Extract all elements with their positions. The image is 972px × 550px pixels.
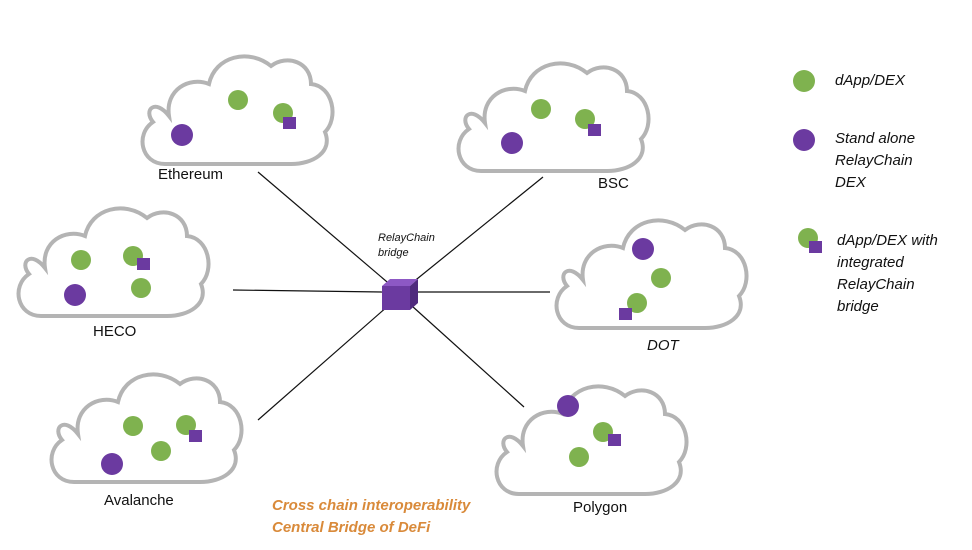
caption-line2: Central Bridge of DeFi	[272, 519, 431, 536]
legend-integrated-label: dApp/DEX with integrated RelayChain brid…	[837, 230, 938, 318]
dapp-dot	[131, 278, 151, 298]
cloud-ethereum	[140, 54, 335, 166]
dapp-dot	[71, 250, 91, 270]
dapp-dot	[651, 268, 671, 288]
legend-dapp-icon	[793, 70, 815, 92]
dapp-dot	[151, 441, 171, 461]
bridge-square	[588, 124, 601, 136]
cloud-label-bsc: BSC	[598, 175, 629, 192]
legend-standalone-label: Stand alone RelayChain DEX	[835, 128, 915, 194]
legend-integrated-line3: RelayChain	[837, 276, 915, 293]
relay-dex-dot	[557, 395, 579, 417]
legend-standalone-line3: DEX	[835, 174, 866, 191]
relaychain-bridge-cube	[382, 279, 418, 310]
caption-line1: Cross chain interoperability	[272, 497, 471, 514]
link-bsc	[411, 176, 544, 284]
legend-integrated-icon	[798, 228, 822, 253]
bridge-square	[619, 308, 632, 320]
link-polygon	[411, 305, 525, 408]
dapp-dot	[569, 447, 589, 467]
cloud-heco	[16, 206, 211, 318]
bridge-square	[283, 117, 296, 129]
relay-dex-dot	[101, 453, 123, 475]
legend-standalone-line1: Stand alone	[835, 130, 916, 147]
legend-dapp-label: dApp/DEX	[835, 72, 906, 89]
legend-integrated-line4: bridge	[837, 298, 879, 315]
relay-dex-dot	[501, 132, 523, 154]
legend-integrated-line2: integrated	[837, 254, 904, 271]
dapp-dot	[123, 416, 143, 436]
hub-label-line2: bridge	[378, 247, 409, 259]
legend-integrated-line1: dApp/DEX with	[837, 232, 938, 249]
cloud-label-ethereum: Ethereum	[158, 166, 224, 183]
caption: Cross chain interoperability Central Bri…	[272, 495, 470, 539]
hub-label-line1: RelayChain	[378, 232, 435, 244]
link-ethereum	[257, 171, 394, 288]
bridge-square	[608, 434, 621, 446]
cloud-avalanche	[49, 372, 244, 484]
legend-relay-dex-icon	[793, 129, 815, 151]
dapp-dot	[531, 99, 551, 119]
cloud-label-avalanche: Avalanche	[104, 492, 174, 509]
bridge-square	[189, 430, 202, 442]
cloud-dot	[554, 218, 749, 330]
cloud-bsc	[456, 61, 651, 173]
cloud-label-dot: DOT	[647, 337, 679, 354]
cloud-label-heco: HECO	[93, 323, 137, 340]
legend-standalone-line2: RelayChain	[835, 152, 913, 169]
cloud-label-polygon: Polygon	[573, 499, 628, 516]
link-heco	[232, 289, 383, 293]
relay-dex-dot	[632, 238, 654, 260]
relay-dex-dot	[64, 284, 86, 306]
cloud-polygon	[494, 384, 689, 496]
link-avalanche	[257, 305, 389, 421]
hub-label: RelayChain bridge	[378, 231, 435, 261]
bridge-square	[137, 258, 150, 270]
dapp-dot	[228, 90, 248, 110]
relay-dex-dot	[171, 124, 193, 146]
